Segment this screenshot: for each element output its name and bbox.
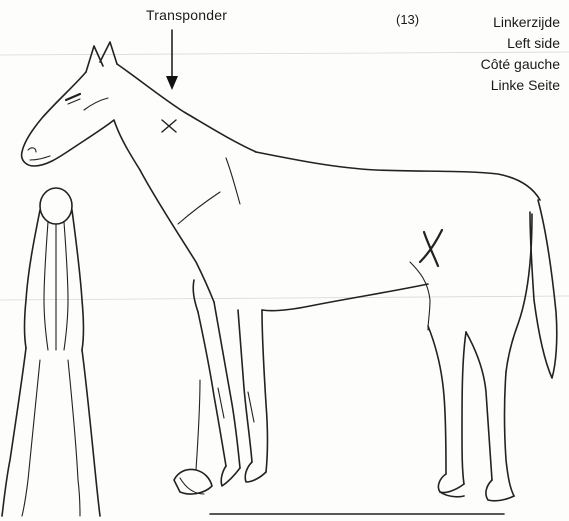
side-label-french: Côté gauche bbox=[481, 54, 560, 75]
side-labels: Linkerzijde Left side Côté gauche Linke … bbox=[481, 12, 560, 96]
transponder-label: Transponder bbox=[146, 7, 227, 23]
figure-number: (13) bbox=[396, 12, 419, 27]
transponder-mark bbox=[162, 120, 176, 132]
side-label-german: Linke Seite bbox=[481, 75, 560, 96]
side-legend: (13) Linkerzijde Left side Côté gauche L… bbox=[396, 12, 560, 102]
front-view-sketch bbox=[2, 188, 100, 516]
transponder-arrow bbox=[166, 30, 178, 90]
side-label-english: Left side bbox=[481, 33, 560, 54]
side-label-dutch: Linkerzijde bbox=[481, 12, 560, 33]
horse-outline bbox=[22, 42, 557, 501]
flank-mark bbox=[420, 230, 442, 266]
